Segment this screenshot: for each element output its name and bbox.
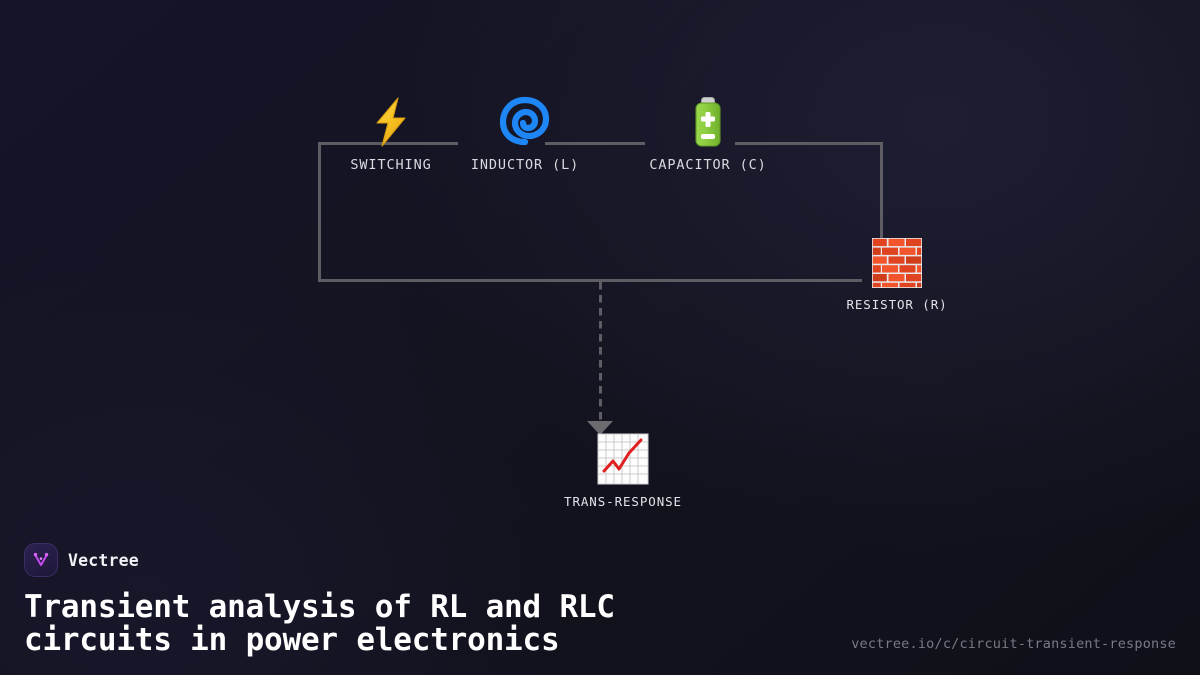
source-url: vectree.io/c/circuit-transient-response — [851, 636, 1176, 652]
vectree-v-logo-icon — [24, 543, 58, 577]
battery-icon — [688, 96, 728, 148]
chart-increasing-icon — [597, 433, 649, 485]
brick-wall-icon — [872, 238, 922, 288]
cyclone-spiral-icon — [499, 96, 551, 148]
wire-left-vertical — [318, 142, 321, 282]
wire-top-segment-2 — [545, 142, 645, 145]
high-voltage-icon — [368, 96, 414, 148]
brand: Vectree — [24, 543, 1176, 577]
node-capacitor[interactable]: CAPACITOR (C) — [647, 96, 769, 173]
wire-top-segment-3 — [735, 142, 883, 145]
node-label-inductor: INDUCTOR (L) — [470, 157, 580, 173]
wire-right-vertical — [880, 142, 883, 242]
node-resistor[interactable]: RESISTOR (R) — [836, 238, 958, 312]
footer: Vectree Transient analysis of RL and RLC… — [0, 543, 1200, 675]
node-switching[interactable]: SWITCHING — [330, 96, 452, 173]
node-label-trans-response: TRANS-RESPONSE — [564, 494, 682, 509]
wire-bottom — [318, 279, 862, 282]
page-title-line-1: Transient analysis of RL and RLC — [24, 589, 615, 625]
node-label-switching: SWITCHING — [350, 157, 432, 173]
page-title-line-2: circuits in power electronics — [24, 622, 560, 658]
node-inductor[interactable]: INDUCTOR (L) — [464, 96, 586, 173]
node-label-capacitor: CAPACITOR (C) — [649, 157, 767, 173]
probe-arrowhead-icon — [587, 421, 613, 435]
wire-top-segment-1 — [318, 142, 458, 145]
probe-dashed-line — [599, 282, 602, 422]
brand-name: Vectree — [68, 550, 139, 570]
page-title: Transient analysis of RL and RLC circuit… — [24, 591, 814, 657]
node-trans-response[interactable]: TRANS-RESPONSE — [562, 433, 684, 509]
node-label-resistor: RESISTOR (R) — [846, 297, 948, 312]
